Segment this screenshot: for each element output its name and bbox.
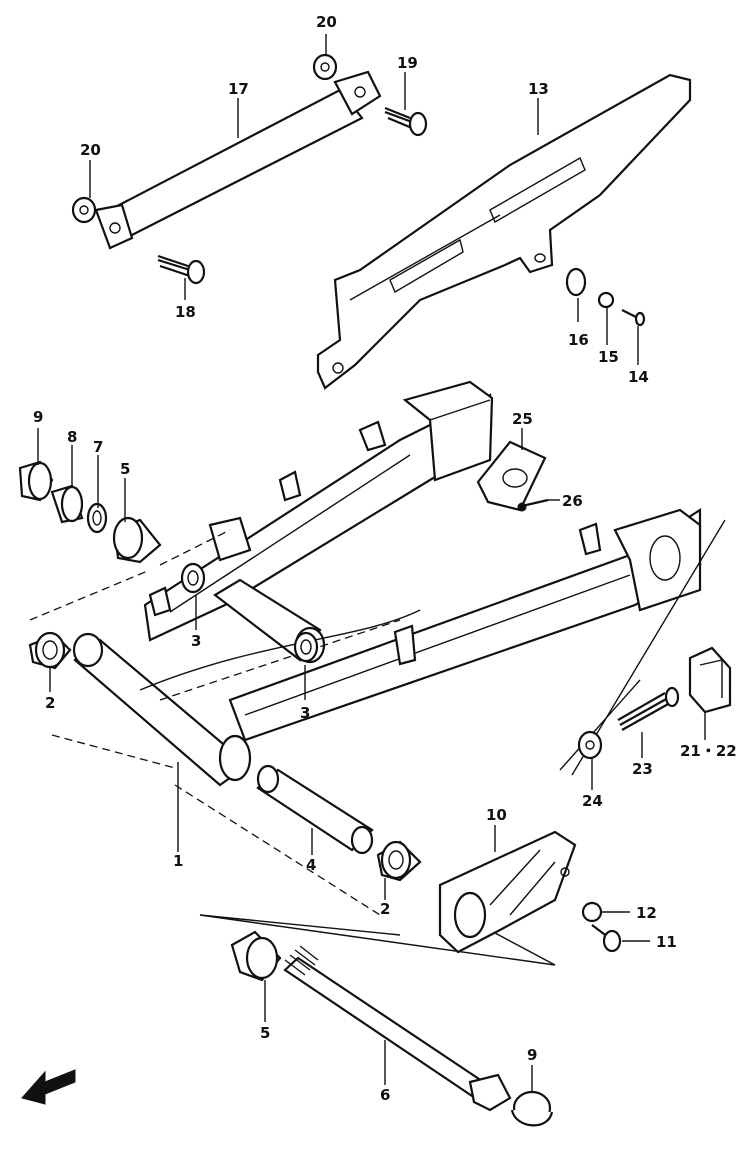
callout-25: 25 (512, 410, 533, 428)
bushing-5-top (112, 516, 162, 564)
guide-lines (29, 519, 726, 966)
callout-4: 4 (306, 856, 316, 874)
spacer-8 (50, 484, 84, 524)
callout-2-right: 2 (380, 900, 390, 918)
callout-6: 6 (380, 1086, 390, 1104)
callout-17: 17 (228, 80, 249, 98)
callout-13: 13 (528, 80, 549, 98)
torque-link-rod (94, 70, 382, 250)
pivot-sleeve-4 (256, 764, 374, 855)
bearing-3-upper (180, 562, 206, 594)
nut-20-top (312, 53, 338, 81)
callout-7: 7 (93, 438, 103, 456)
callout-18: 18 (175, 303, 196, 321)
chain-case (316, 73, 692, 390)
callout-26: 26 (562, 492, 583, 510)
plate-25 (476, 440, 547, 512)
callout-10: 10 (486, 806, 507, 824)
callout-11: 11 (656, 933, 677, 951)
bearing-2-left (28, 631, 72, 670)
chain-adjuster-21-22 (688, 646, 732, 714)
front-direction-arrow-icon (21, 1069, 76, 1105)
callout-24: 24 (582, 792, 603, 810)
callout-9-top: 9 (33, 408, 43, 426)
adjuster-bolt-23 (617, 686, 680, 731)
callout-20-left: 20 (80, 141, 101, 159)
cap-9-bottom (510, 1090, 554, 1127)
callout-1: 1 (173, 852, 183, 870)
callout-5-bottom: 5 (260, 1024, 270, 1042)
cap-9-top (18, 460, 54, 502)
bushing-5-bottom (230, 930, 282, 982)
screw-26 (517, 498, 549, 512)
bolt-18 (157, 254, 206, 285)
callout-15: 15 (598, 348, 619, 366)
nut-20-left (71, 196, 97, 224)
callout-14: 14 (628, 368, 649, 386)
callout-9-bottom: 9 (527, 1046, 537, 1064)
callout-21-22: 21・22 (680, 742, 737, 760)
chain-guide-10 (438, 830, 577, 954)
callout-3-upper: 3 (191, 632, 201, 650)
collar-12 (581, 901, 603, 923)
bearing-2-right (376, 840, 422, 882)
swingarm (72, 380, 702, 787)
leader-lines (37, 34, 706, 1092)
collar-16 (565, 267, 587, 297)
callout-23: 23 (632, 760, 653, 778)
bolt-11 (591, 924, 622, 953)
washer-7 (86, 502, 108, 534)
callout-16: 16 (568, 331, 589, 349)
bolt-14 (621, 309, 646, 327)
callout-20-top: 20 (316, 13, 337, 31)
callout-12: 12 (636, 904, 657, 922)
callout-labels: 20 19 17 13 20 18 16 15 14 9 8 7 5 25 26… (33, 13, 737, 1104)
nut-24 (577, 730, 603, 760)
pivot-shaft-6 (283, 945, 512, 1112)
bolt-19 (384, 106, 428, 137)
callout-8: 8 (67, 428, 77, 446)
callout-3-lower: 3 (300, 704, 310, 722)
callout-19: 19 (397, 54, 418, 72)
callout-2-left: 2 (45, 694, 55, 712)
callout-5-top: 5 (120, 460, 130, 478)
bearing-3-lower (293, 631, 319, 663)
washer-15 (597, 291, 615, 309)
